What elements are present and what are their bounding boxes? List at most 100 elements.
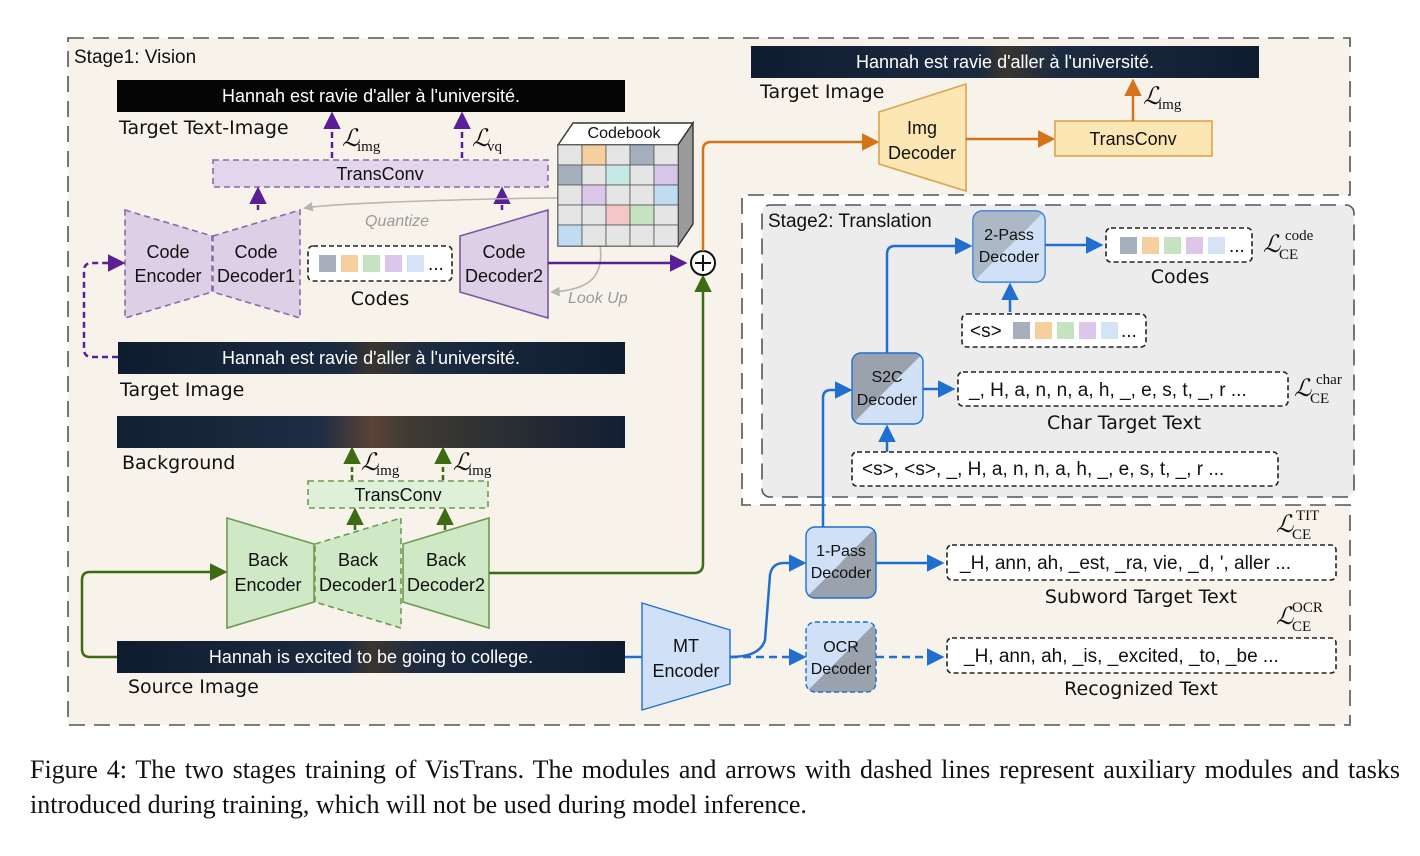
background-banner <box>117 416 625 448</box>
code-decoder1-line2: Decoder1 <box>217 266 295 286</box>
code-encoder <box>124 208 213 320</box>
top-loss-img-sub: img <box>1158 97 1182 113</box>
code-decoder2-line1: Code <box>482 242 525 262</box>
mt-encoder <box>641 602 731 711</box>
ocr-decoder-line1: OCR <box>823 639 859 656</box>
two-pass-decoder-line2: Decoder <box>979 249 1040 266</box>
char-target-seq: _, H, a, n, n, a, h, _, e, s, t, _, r ..… <box>968 380 1247 401</box>
two-pass-decoder-line1: 2-Pass <box>984 227 1034 244</box>
target-text-image-label: Target Text-Image <box>118 117 289 139</box>
codebook-label: Codebook <box>588 125 662 142</box>
code-chip <box>1164 237 1181 254</box>
recognized-text-box <box>946 637 1337 674</box>
code-decoder1-line1: Code <box>234 242 277 262</box>
back-decoder1-line1: Back <box>338 550 379 570</box>
codes-input-box <box>961 313 1147 348</box>
codes-input-start: <s> <box>970 321 1002 342</box>
top-transconv-label: TransConv <box>1089 129 1176 149</box>
code-encoder-line1: Code <box>146 242 189 262</box>
loss-vq-symbol: ℒ <box>472 126 490 152</box>
code-decoder1 <box>212 208 301 320</box>
stage2-title: Stage2: Translation <box>768 211 932 232</box>
target-image-banner <box>118 342 625 374</box>
s2c-decoder-line1: S2C <box>871 369 902 386</box>
code-chip <box>1208 237 1225 254</box>
one-pass-decoder <box>805 526 877 599</box>
code-chip <box>341 255 358 272</box>
one-pass-to-s2c-arrow <box>821 381 853 527</box>
img-decoder-line1: Img <box>907 118 937 138</box>
top-target-image-banner-text: Hannah est ravie d'aller à l'université. <box>856 52 1154 72</box>
source-image-label: Source Image <box>128 676 259 698</box>
img-decoder-line2: Decoder <box>888 143 956 163</box>
code-decoder2-line2: Decoder2 <box>465 266 543 286</box>
top-target-image-label: Target Image <box>759 81 884 103</box>
one-pass-decoder-line1: 1-Pass <box>816 543 866 560</box>
two-pass-decoder-face <box>973 211 1045 282</box>
sum-to-img-decoder-arrow <box>701 133 880 251</box>
quantize-label: Quantize <box>365 213 429 230</box>
char-input-box <box>851 451 1279 487</box>
code-chip <box>1079 322 1096 339</box>
char-target-label: Char Target Text <box>1047 412 1201 434</box>
transconv-top-label: TransConv <box>336 164 423 184</box>
char-target-box <box>957 371 1289 407</box>
figure-caption: Figure 4: The two stages training of Vis… <box>30 755 1400 819</box>
s2c-to-two-pass-arrow <box>885 237 973 353</box>
subword-target-box <box>946 544 1337 581</box>
recognized-text-label: Recognized Text <box>1064 678 1218 700</box>
codes-label: Codes <box>351 288 410 310</box>
ocr-decoder <box>805 621 877 693</box>
loss-img-symbol: ℒ <box>453 450 471 476</box>
loss-code-ce: CE <box>1279 247 1298 263</box>
back-decoder2-line1: Back <box>426 550 467 570</box>
code-chip <box>1035 322 1052 339</box>
code-chip <box>1142 237 1159 254</box>
mt-encoder-line1: MT <box>673 636 699 656</box>
recognized-text-seq: _H, ann, ah, _is, _excited, _to, _be ... <box>963 646 1279 667</box>
transconv-top <box>212 159 549 188</box>
codes-input-ellipsis: ... <box>1121 321 1137 342</box>
subword-target-seq: _H, ann, ah, _est, _ra, vie, _d, ', alle… <box>959 553 1291 574</box>
top-target-image-banner <box>751 46 1259 78</box>
code-chip <box>1120 237 1137 254</box>
loss-code-symbol: ℒ <box>1263 232 1281 258</box>
target-text-image-banner <box>117 80 625 112</box>
loss-ocr-sup: OCR <box>1292 600 1323 616</box>
loss-tit-ce: CE <box>1292 527 1311 543</box>
background-label: Background <box>122 452 235 474</box>
target-text-image-banner-text: Hannah est ravie d'aller à l'université. <box>222 86 520 106</box>
code-decoder2 <box>459 208 549 320</box>
char-input-seq: <s>, <s>, _, H, a, n, n, a, h, _, e, s, … <box>862 459 1224 480</box>
loss-img-symbol: ℒ <box>342 126 360 152</box>
loss-char-sup: char <box>1316 372 1342 388</box>
back-decoder1-line2: Decoder1 <box>319 575 397 595</box>
code-chip <box>385 255 402 272</box>
code-chip <box>319 255 336 272</box>
code-chip <box>1013 322 1030 339</box>
loss-img-symbol: ℒ <box>361 450 379 476</box>
source-image-banner-text: Hannah is excited to be going to college… <box>209 647 533 667</box>
codes-ellipsis: ... <box>428 254 444 275</box>
loss-code-sup: code <box>1285 228 1314 244</box>
loss-img-sub: img <box>357 139 381 155</box>
transconv-bottom-label: TransConv <box>354 485 441 505</box>
stage1-title: Stage1: Vision <box>74 47 196 68</box>
lookup-label: Look Up <box>568 290 628 307</box>
loss-tit-symbol: ℒ <box>1276 512 1294 538</box>
mt-to-one-pass-arrow <box>729 554 807 659</box>
codebook-grid <box>557 144 679 247</box>
two-pass-decoder <box>972 210 1046 283</box>
code-chip <box>1186 237 1203 254</box>
back-decoder2-to-sum-arrow <box>489 274 712 575</box>
back-encoder <box>226 516 315 630</box>
loss-ocr-ce: CE <box>1292 619 1311 635</box>
loss-ocr-symbol: ℒ <box>1276 604 1294 630</box>
mt-encoder-line2: Encoder <box>652 661 719 681</box>
code-chip <box>1057 322 1074 339</box>
quantize-arrow <box>303 197 561 212</box>
lookup-arrow <box>550 244 602 297</box>
code-chip <box>363 255 380 272</box>
code-encoder-line2: Encoder <box>134 266 201 286</box>
target-image-banner-text: Hannah est ravie d'aller à l'université. <box>222 348 520 368</box>
